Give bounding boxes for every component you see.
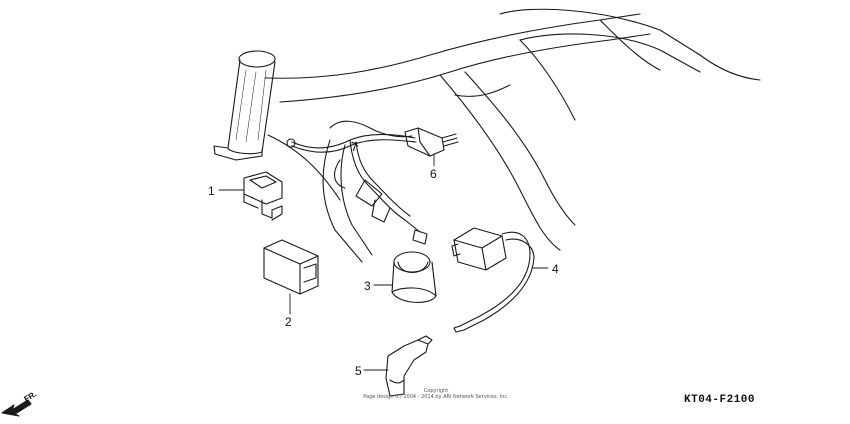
callout-6: 6 xyxy=(430,167,437,181)
copyright-line-2: Page design (c) 2004 - 2014 by ARI Netwo… xyxy=(363,394,509,400)
part-5-plug-cap xyxy=(385,335,433,397)
callout-5: 5 xyxy=(355,364,362,378)
connector-part-6 xyxy=(404,127,459,157)
copyright-line-1: Copyright xyxy=(423,388,449,394)
callout-2: 2 xyxy=(285,315,292,329)
callout-1: 1 xyxy=(208,184,215,198)
part-3-mount xyxy=(391,251,437,303)
frame-outline xyxy=(264,8,761,263)
callout-3: 3 xyxy=(364,279,371,293)
wire-harness xyxy=(286,120,428,245)
copyright-notice: Copyright Page design (c) 2004 - 2014 by… xyxy=(336,388,536,400)
front-direction-label: FR. xyxy=(23,389,39,403)
handlebar-grip xyxy=(213,50,276,161)
part-2-unit xyxy=(263,239,319,295)
diagram-code: KT04-F2100 xyxy=(684,394,756,406)
part-1-holder xyxy=(243,171,283,221)
leader-lines xyxy=(218,141,549,371)
callout-4: 4 xyxy=(552,262,559,276)
part-4-coil xyxy=(451,227,535,333)
front-direction-arrow-icon: FR. xyxy=(1,389,39,417)
callout-7: 7 xyxy=(351,140,358,154)
